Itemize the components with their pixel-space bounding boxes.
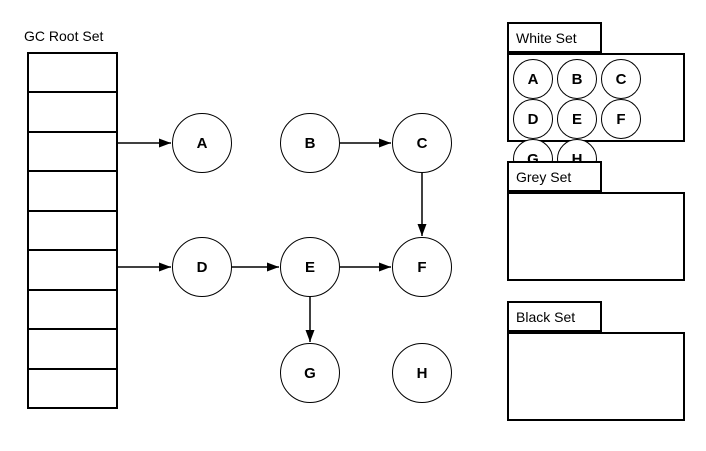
grey-set-body bbox=[507, 192, 685, 281]
black-set-panel: Black Set bbox=[507, 301, 686, 422]
black-set-body bbox=[507, 332, 685, 421]
set-member-node-B: B bbox=[557, 59, 597, 99]
gc-root-slot bbox=[29, 370, 116, 407]
grey-set-tab: Grey Set bbox=[507, 161, 602, 192]
gc-root-slot bbox=[29, 93, 116, 133]
gc-root-set-label: GC Root Set bbox=[24, 28, 104, 44]
graph-node-C: C bbox=[392, 113, 452, 173]
graph-node-B: B bbox=[280, 113, 340, 173]
gc-root-slot bbox=[29, 54, 116, 94]
white-set-tab: White Set bbox=[507, 22, 602, 53]
set-member-node-D: D bbox=[513, 99, 553, 139]
graph-node-E: E bbox=[280, 237, 340, 297]
graph-node-A: A bbox=[172, 113, 232, 173]
black-set-tab: Black Set bbox=[507, 301, 602, 332]
black-set-label: Black Set bbox=[516, 308, 576, 325]
grey-set-panel: Grey Set bbox=[507, 161, 686, 282]
gc-root-set-table bbox=[27, 52, 118, 409]
graph-node-F: F bbox=[392, 237, 452, 297]
gc-root-slot bbox=[29, 291, 116, 331]
set-member-node-E: E bbox=[557, 99, 597, 139]
graph-node-H: H bbox=[392, 343, 452, 403]
gc-root-slot bbox=[29, 133, 116, 173]
graph-node-G: G bbox=[280, 343, 340, 403]
set-member-node-F: F bbox=[601, 99, 641, 139]
white-set-label: White Set bbox=[516, 29, 577, 46]
graph-node-D: D bbox=[172, 237, 232, 297]
grey-set-label: Grey Set bbox=[516, 168, 572, 185]
set-member-node-C: C bbox=[601, 59, 641, 99]
gc-root-slot bbox=[29, 251, 116, 291]
gc-root-slot bbox=[29, 172, 116, 212]
gc-root-slot bbox=[29, 330, 116, 370]
set-member-node-A: A bbox=[513, 59, 553, 99]
gc-root-slot bbox=[29, 212, 116, 252]
